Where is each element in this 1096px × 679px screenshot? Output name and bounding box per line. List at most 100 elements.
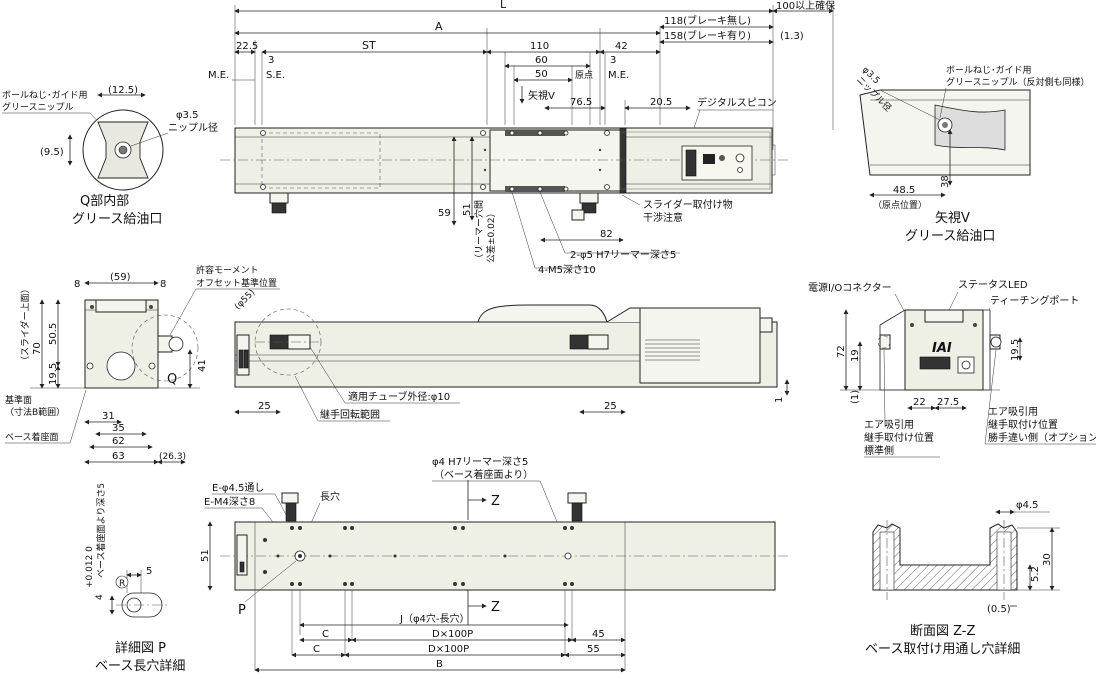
slider-top	[489, 129, 626, 192]
side-moment-label-a: 許容モーメント	[196, 264, 259, 276]
top-view: L 100以上確保 A 118(ブレーキ無し) 158(ブレーキ有り) (1.3…	[208, 0, 835, 276]
dim-59: 59	[438, 208, 451, 219]
bottom-dim-51: 51	[200, 549, 211, 562]
bottom-phi4-b: （ベース着座面より）	[434, 468, 533, 481]
motor-air-opt-b: 継手取付け位置	[988, 418, 1058, 431]
detail-p: 4 +0.012 0 ベース着座面より深さ5 5 R 詳細図 P ベース長穴詳細	[85, 483, 185, 674]
end-ref-label-a: 基準面	[5, 394, 32, 406]
bottom-slot-label: 長穴	[320, 490, 340, 503]
motor-status-label: ステータスLED	[958, 279, 1028, 291]
end-ref-label-b: （寸法B範囲）	[5, 406, 65, 418]
end-dim-63: 63	[112, 451, 125, 462]
dim-60: 60	[535, 55, 548, 66]
v-title-a: 矢視V	[935, 211, 970, 226]
bottom-z-bottom: Z	[491, 600, 500, 615]
end-dim-59: (59)	[110, 272, 131, 283]
bottom-label-p: P	[238, 603, 246, 618]
end-label-q: Q	[167, 372, 177, 387]
end-dim-26-3: (26.3)	[159, 452, 186, 462]
iai-logo: IAI	[932, 341, 952, 356]
side-dim-1: 1	[774, 397, 785, 403]
z-dim-0-5: (0.5)	[987, 604, 1011, 615]
end-dim-62: 62	[112, 436, 125, 447]
label-digital-speedcon: デジタルスピコン	[697, 96, 777, 109]
end-dim-19-5: 19.5	[48, 363, 59, 385]
z-dim-5-2: 5.2	[1030, 566, 1041, 582]
label-reamer-2phi5: 2-φ5 H7リーマー深さ5	[570, 249, 676, 261]
side-dim-25-left: 25	[258, 401, 271, 412]
z-title-b: ベース取付け用通し穴詳細	[865, 641, 1020, 657]
side-dim-25-right: 25	[604, 401, 617, 412]
v-grease-label-b: グリースニップル（反対側も同様）	[946, 76, 1090, 88]
bottom-dim-C2: C	[313, 644, 320, 655]
q-nipple-label: ニップル径	[168, 121, 218, 134]
p-dim-5: 5	[146, 566, 152, 577]
motor-dim-72: 72	[836, 345, 847, 358]
dim-3-right: 3	[610, 55, 616, 66]
motor-dim-19-5: 19.5	[1010, 339, 1021, 361]
end-dim-31: 31	[102, 411, 115, 422]
q-dim-9-5: (9.5)	[40, 147, 64, 158]
label-me-left: M.E.	[208, 70, 229, 81]
label-4-m5: 4-M5深さ10	[538, 264, 596, 276]
bottom-dim-B: B	[436, 659, 443, 670]
bottom-dim-45: 45	[592, 629, 605, 640]
bottom-dim-J: J（φ4穴-長穴）	[399, 612, 470, 625]
reamer-note-b: 公差±0.02）	[485, 208, 497, 263]
dim-1-3: (1.3)	[780, 31, 804, 42]
q-dim-12-5: (12.5)	[108, 85, 138, 96]
dim-22-5: 22.5	[236, 41, 258, 52]
side-view: 許容モーメント オフセット基準位置 (φ55) 25 25 1 適用チューブ外径…	[169, 264, 790, 422]
p-dim-tol: +0.012 0	[85, 546, 95, 588]
q-grease-label-b: グリースニップル	[2, 101, 74, 113]
bottom-z-top: Z	[491, 494, 500, 509]
bottom-view: E-φ4.5通し E-M4深さ8 長穴 φ4 H7リーマー深さ5 （ベース着座面…	[200, 456, 790, 673]
dim-82: 82	[600, 229, 613, 240]
label-origin: 原点	[575, 70, 593, 81]
bottom-dim-D1: D×100P	[432, 629, 473, 640]
dim-20-5: 20.5	[650, 97, 672, 108]
arrow-v-label: 矢視V	[528, 89, 555, 102]
end-base-label: ベース着座面	[5, 431, 59, 443]
dim-ST: ST	[362, 39, 376, 52]
end-dim-41: 41	[197, 359, 208, 372]
dim-L: L	[500, 0, 507, 11]
v-dim-38: 38	[940, 175, 951, 188]
side-joint-label: 継手回転範囲	[320, 408, 380, 421]
q-dim-phi35: φ3.5	[176, 110, 199, 121]
motor-dim-19: 19	[850, 349, 861, 362]
q-title-a: Q部内部	[80, 193, 129, 209]
section-profile	[872, 523, 1018, 591]
end-dim-70: 70	[32, 342, 43, 355]
end-dim-35: 35	[112, 423, 125, 434]
bottom-dim-D2: D×100P	[428, 644, 469, 655]
bottom-em4-label: E-M4深さ8	[204, 496, 255, 508]
dim-42: 42	[615, 41, 628, 52]
z-dim-30: 30	[1042, 553, 1053, 566]
v-title-b: グリース給油口	[905, 229, 995, 244]
dim-100: 100以上確保	[776, 0, 835, 12]
q-grease-label-a: ボールねじ･ガイド用	[2, 90, 88, 101]
motor-air-opt-a: エア吸引用	[988, 406, 1038, 418]
bottom-e45-label: E-φ4.5通し	[212, 482, 264, 494]
end-dim-50-5: 50.5	[48, 323, 59, 345]
motor-power-label: 電源I/Oコネクター	[808, 281, 892, 294]
motor-dim-22: 22	[913, 397, 926, 408]
label-interference: 干渉注意	[643, 211, 683, 224]
label-se: S.E.	[266, 70, 285, 81]
z-dim-phi45: φ4.5	[1016, 500, 1039, 511]
motor-end-view: 電源I/Oコネクター ステータスLED ティーチングポート IAI 72 19 …	[808, 279, 1096, 458]
reamer-note-a: （リーマー穴間	[473, 200, 485, 263]
z-title-a: 断面図 Z-Z	[910, 624, 976, 639]
motor-teaching-label: ティーチングポート	[990, 294, 1079, 307]
v-dim-48-5: 48.5	[893, 185, 915, 196]
end-dim-8-right: 8	[160, 279, 166, 290]
detail-q: ボールねじ･ガイド用 グリースニップル (12.5) φ3.5 ニップル径 (9…	[2, 85, 218, 227]
motor-air-std-a: エア吸引用	[864, 419, 914, 431]
motor-air-std-b: 継手取付け位置	[864, 431, 934, 444]
bottom-dim-55: 55	[587, 644, 600, 655]
q-title-b: グリース給油口	[72, 212, 162, 227]
dim-158: 158(ブレーキ有り)	[664, 29, 751, 42]
v-origin-label: （原点位置）	[873, 199, 927, 211]
